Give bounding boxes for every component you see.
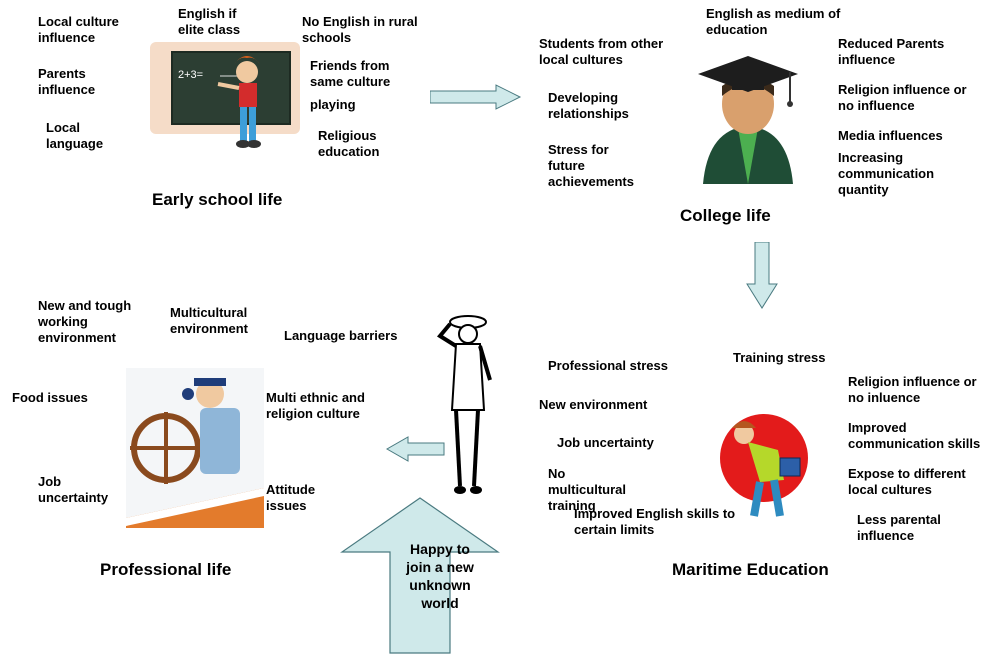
saluting-sailor-illustration bbox=[432, 310, 502, 496]
professional-title: Professional life bbox=[100, 560, 232, 579]
maritime-label-multicultural: No multicultural training bbox=[548, 466, 627, 513]
college-label-stress: Stress for future achievements bbox=[548, 142, 634, 189]
college-label-relationships: Developing relationships bbox=[548, 90, 629, 121]
pro-label-ethnic: Multi ethnic and religion culture bbox=[266, 390, 365, 421]
early-label-parents: Parents influence bbox=[38, 66, 96, 97]
maritime-label-new-env: New environment bbox=[539, 397, 648, 412]
arrow-right-top bbox=[430, 84, 522, 110]
early-label-religious: Religious education bbox=[318, 128, 380, 159]
maritime-title: Maritime Education bbox=[672, 560, 829, 579]
graduate-illustration bbox=[688, 34, 808, 184]
pro-label-tough-env: New and tough working environment bbox=[38, 298, 132, 345]
arrow-down-right bbox=[746, 242, 778, 310]
college-label-media: Media influences bbox=[838, 128, 943, 143]
college-label-other-cultures: Students from other local cultures bbox=[539, 36, 664, 67]
maritime-label-cultures: Expose to different local cultures bbox=[848, 466, 966, 497]
pro-label-job: Job uncertainty bbox=[38, 474, 109, 505]
maritime-label-english: Improved English skills to certain limit… bbox=[574, 506, 736, 537]
sailor-at-wheel-illustration bbox=[126, 368, 266, 530]
maritime-label-training: Training stress bbox=[733, 350, 826, 365]
early-label-english-elite: English if elite class bbox=[178, 6, 241, 37]
college-label-parents: Reduced Parents influence bbox=[838, 36, 945, 67]
pro-label-food: Food issues bbox=[12, 390, 88, 405]
early-label-playing: playing bbox=[310, 97, 356, 112]
big-up-arrow bbox=[340, 496, 500, 654]
pro-label-multicultural: Multicultural environment bbox=[170, 305, 249, 336]
student-with-book-illustration bbox=[718, 410, 828, 520]
svg-text:2+3=: 2+3= bbox=[178, 69, 203, 81]
maritime-label-parental: Less parental influence bbox=[857, 512, 941, 543]
chalkboard-student-illustration: 2+3= bbox=[150, 40, 305, 152]
early-label-no-english: No English in rural schools bbox=[302, 14, 418, 45]
maritime-label-professional: Professional stress bbox=[548, 358, 668, 373]
maritime-label-communication: Improved communication skills bbox=[848, 420, 981, 451]
college-label-communication: Increasing communication quantity bbox=[838, 150, 935, 197]
pro-label-attitude: Attitude issues bbox=[266, 482, 316, 513]
early-title: Early school life bbox=[152, 190, 283, 209]
college-label-english-medium: English as medium of education bbox=[706, 6, 841, 37]
pro-label-language: Language barriers bbox=[284, 328, 398, 343]
college-label-religion: Religion influence or no influence bbox=[838, 82, 967, 113]
early-label-friends: Friends from same culture bbox=[310, 58, 391, 89]
maritime-label-religion: Religion influence or no inluence bbox=[848, 374, 977, 405]
college-title: College life bbox=[680, 206, 771, 225]
big-arrow-text: Happy to join a new unknown world bbox=[406, 541, 474, 611]
maritime-label-job: Job uncertainty bbox=[557, 435, 654, 450]
arrow-left-bottom bbox=[386, 436, 446, 462]
early-label-culture: Local culture influence bbox=[38, 14, 119, 45]
early-label-language: Local language bbox=[46, 120, 104, 151]
